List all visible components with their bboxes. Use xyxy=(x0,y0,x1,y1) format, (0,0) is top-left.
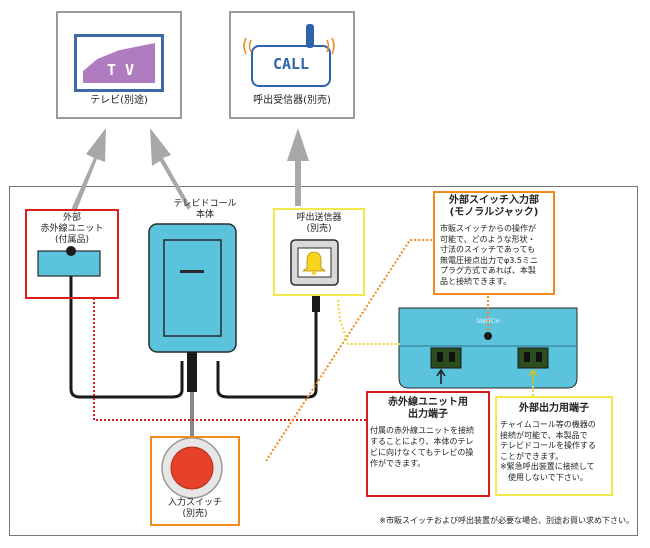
ir-output-line: ビに向けなくてもテレビの操 xyxy=(370,448,474,457)
transmitter-dotted-line xyxy=(337,299,400,345)
ir-unit-line1: 外部 xyxy=(62,213,81,223)
tv-screen: T V xyxy=(74,34,164,92)
transmitter-box xyxy=(273,208,365,296)
ext-output-body: チャイムコール等の機器の 接続が可能で、本製品で テレビドコールを操作する こと… xyxy=(500,420,612,483)
ext-output-line: テレビドコールを操作する xyxy=(500,441,596,450)
ir-output-box xyxy=(366,391,490,497)
ir-unit-line3: (付属品) xyxy=(54,235,90,245)
receiver-device xyxy=(251,45,331,87)
diagram-frame xyxy=(9,186,638,536)
footnote: ※市販スイッチおよび呼出装置が必要な場合、別途お買い求め下さい。 xyxy=(379,516,634,525)
ext-output-line: ※緊急呼出装置に接続して xyxy=(500,462,595,471)
switch-jack xyxy=(484,332,492,340)
ext-switch-input-box xyxy=(433,191,555,295)
ir-output-body: 付属の赤外線ユニットを接続 することにより、本体のテレ ビに向けなくてもテレビの… xyxy=(370,425,488,469)
ir-cable xyxy=(69,276,184,399)
ext-output-line: ことができます。 xyxy=(500,451,564,461)
transmitter-cable xyxy=(216,300,318,399)
ir-output-line: 付属の赤外線ユニットを接続 xyxy=(370,426,474,435)
arrow-main-to-tv xyxy=(150,128,191,210)
ir-output-title2: 出力端子 xyxy=(408,409,448,420)
ext-switch-input-line: プラグ方式であれば、本製 xyxy=(440,266,536,275)
antenna-icon xyxy=(306,24,314,48)
ext-switch-input-title2: (モノラルジャック) xyxy=(449,207,539,218)
ir-output-line: することにより、本体のテレ xyxy=(370,437,474,446)
input-switch-line1: 入力スイッチ xyxy=(167,498,222,508)
ext-switch-input-body: 市販スイッチからの操作が 可能で、どのような形状・ 寸法のスイッチであっても 無… xyxy=(440,224,552,287)
main-unit-panel xyxy=(163,239,222,337)
transmitter-plug xyxy=(312,296,320,312)
receiver-caption: 呼出受信器(別売) xyxy=(253,95,331,106)
ext-switch-input-line: 可能で、どのような形状・ xyxy=(440,234,536,244)
ir-output-line: 作ができます。 xyxy=(370,459,426,468)
ir-dotted-line xyxy=(93,298,366,421)
transmitter-line2: (別売) xyxy=(306,224,332,234)
main-unit-line2: 本体 xyxy=(195,210,214,220)
tv-caption: テレビ(別途) xyxy=(90,95,148,106)
ext-output-title: 外部出力用端子 xyxy=(519,403,589,414)
ir-unit-box xyxy=(25,209,119,299)
ext-output-box xyxy=(495,396,613,496)
main-unit-slot xyxy=(180,270,204,273)
ext-switch-input-line: 寸法のスイッチであっても xyxy=(440,245,536,254)
arrow-ir-to-tv xyxy=(71,128,106,212)
ir-output-terminal xyxy=(430,347,462,369)
arrow-transmitter-to-receiver xyxy=(287,128,309,206)
ext-switch-input-title1: 外部スイッチ入力部 xyxy=(449,195,539,206)
ext-switch-input-line: 無電圧接点出力でφ3.5ミニ xyxy=(440,255,538,265)
ext-output-terminal xyxy=(517,347,549,369)
main-unit-plug xyxy=(187,352,197,392)
tv-screen-text: T V xyxy=(107,61,135,79)
device-switch-label: SWITCH xyxy=(476,318,500,325)
ext-switch-input-line: 市販スイッチからの操作が xyxy=(440,224,536,233)
ext-output-line: 接続が可能で、本製品で xyxy=(500,430,588,440)
input-switch-line2: (別売) xyxy=(182,509,208,519)
input-switch-button xyxy=(170,446,214,490)
ir-output-title1: 赤外線ユニット用 xyxy=(388,397,468,408)
input-switch-box xyxy=(150,436,240,526)
ext-output-line: 使用しないで下さい。 xyxy=(508,472,588,482)
ext-output-line: チャイムコール等の機器の xyxy=(500,420,596,429)
ext-switch-input-line: 品と接続できます。 xyxy=(440,276,512,286)
receiver-screen-text: CALL xyxy=(272,55,310,73)
ir-unit-sensor xyxy=(66,246,76,256)
transmitter-line1: 呼出送信器 xyxy=(296,213,342,223)
main-unit-line1: テレビドコール xyxy=(173,199,237,209)
ir-unit-line2: 赤外線ユニット xyxy=(40,224,104,234)
